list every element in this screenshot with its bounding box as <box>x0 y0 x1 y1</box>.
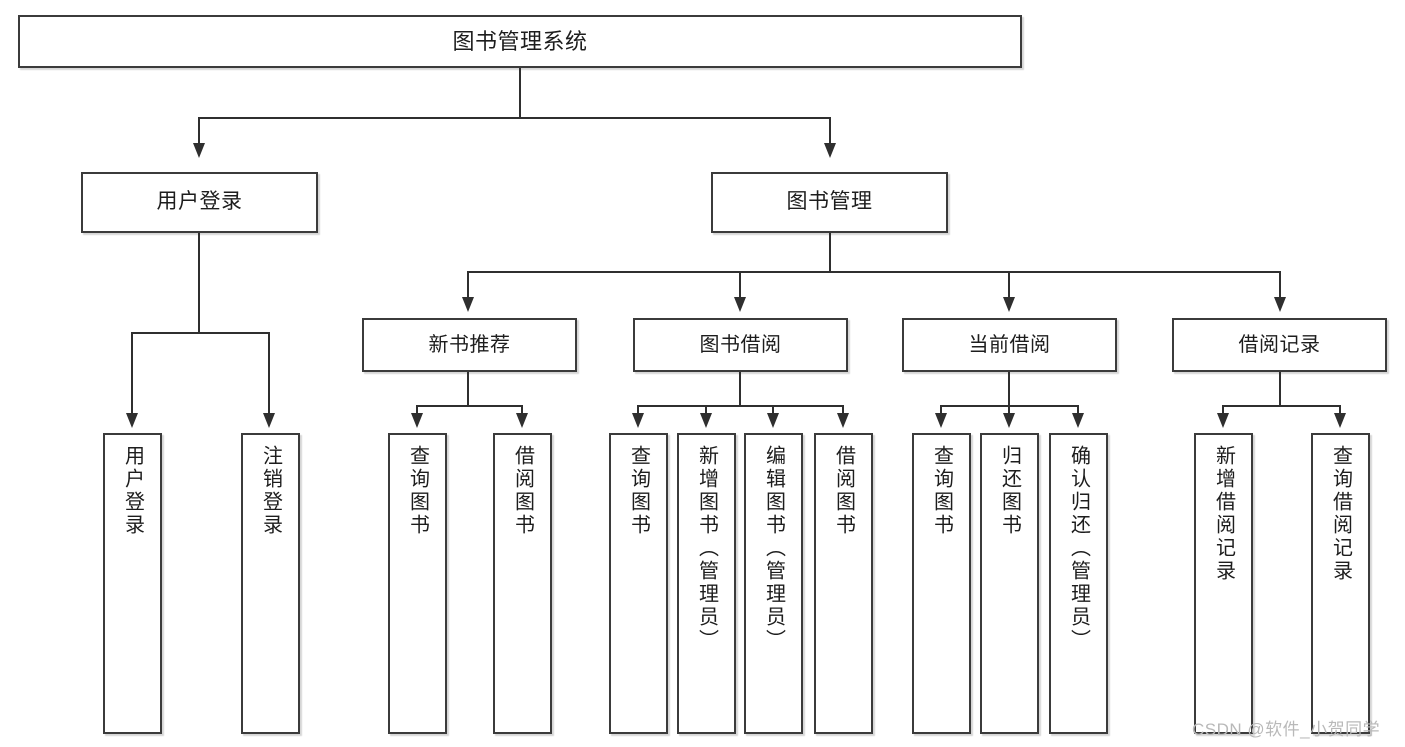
node-book-borrow[interactable]: 图书借阅 <box>633 318 848 372</box>
arrow-to-current-borrow <box>1003 297 1015 312</box>
edge-new-book-to-leaf-2 <box>521 405 523 415</box>
edge-borrow-record-stem <box>1279 372 1281 406</box>
edge-bm-to-book-borrow <box>739 271 741 299</box>
node-label: 图书管理系统 <box>452 28 588 54</box>
edge-br-to-leaf-2 <box>1339 405 1341 415</box>
node-label: 新增借阅记录 <box>1212 445 1235 583</box>
node-label: 查询借阅记录 <box>1329 445 1352 583</box>
leaf-add-borrow-record[interactable]: 新增借阅记录 <box>1194 433 1253 734</box>
leaf-add-book-admin[interactable]: 新增图书（管理员） <box>677 433 736 734</box>
node-label: 用户登录 <box>156 190 243 214</box>
leaf-user-login[interactable]: 用户登录 <box>103 433 162 734</box>
node-label: 借阅图书 <box>511 445 534 537</box>
edge-user-login-split-bar <box>131 332 269 334</box>
node-book-management[interactable]: 图书管理 <box>711 172 948 233</box>
node-label: 注销登录 <box>259 445 282 537</box>
edge-bb-to-leaf-3 <box>772 405 774 415</box>
edge-root-stem <box>519 68 521 118</box>
arrow-to-leaf-query-book-1 <box>411 413 423 428</box>
edge-book-management-split-bar <box>467 271 1281 273</box>
arrow-to-leaf-borrow-book-2 <box>837 413 849 428</box>
leaf-query-borrow-record[interactable]: 查询借阅记录 <box>1311 433 1370 734</box>
node-label: 图书管理 <box>786 190 873 214</box>
edge-bb-to-leaf-4 <box>842 405 844 415</box>
edge-new-book-split-bar <box>416 405 522 407</box>
edge-current-borrow-stem <box>1008 372 1010 406</box>
arrow-to-leaf-query-borrow-record <box>1334 413 1346 428</box>
leaf-confirm-return-admin[interactable]: 确认归还（管理员） <box>1049 433 1108 734</box>
arrow-to-leaf-confirm-return-admin <box>1072 413 1084 428</box>
arrow-to-new-book-recommend <box>462 297 474 312</box>
node-label: 归还图书 <box>998 445 1021 537</box>
leaf-logout-login[interactable]: 注销登录 <box>241 433 300 734</box>
arrow-to-user-login <box>193 143 205 158</box>
arrow-to-borrow-record <box>1274 297 1286 312</box>
node-label: 查询图书 <box>930 445 953 537</box>
node-label: 新书推荐 <box>428 333 511 356</box>
node-root-system[interactable]: 图书管理系统 <box>18 15 1022 68</box>
leaf-return-book[interactable]: 归还图书 <box>980 433 1039 734</box>
edge-book-management-stem <box>829 233 831 272</box>
edge-bb-to-leaf-1 <box>637 405 639 415</box>
node-new-book-recommend[interactable]: 新书推荐 <box>362 318 577 372</box>
node-label: 查询图书 <box>627 445 650 537</box>
edge-bm-to-borrow-record <box>1279 271 1281 299</box>
node-user-login[interactable]: 用户登录 <box>81 172 318 233</box>
edge-user-login-to-leaf-2 <box>268 332 270 415</box>
node-borrow-record[interactable]: 借阅记录 <box>1172 318 1387 372</box>
node-label: 借阅记录 <box>1238 333 1321 356</box>
edge-user-login-stem <box>198 233 200 333</box>
arrow-to-leaf-borrow-book-1 <box>516 413 528 428</box>
node-label: 新增图书（管理员） <box>695 445 718 652</box>
node-label: 用户登录 <box>121 445 144 537</box>
arrow-to-book-management <box>824 143 836 158</box>
leaf-borrow-book-2[interactable]: 借阅图书 <box>814 433 873 734</box>
edge-cb-to-leaf-3 <box>1077 405 1079 415</box>
node-label: 当前借阅 <box>968 333 1051 356</box>
csdn-watermark: CSDN @软件_小贺同学 <box>1192 720 1381 739</box>
leaf-borrow-book-1[interactable]: 借阅图书 <box>493 433 552 734</box>
leaf-query-book-2[interactable]: 查询图书 <box>609 433 668 734</box>
edge-book-borrow-split-bar <box>637 405 844 407</box>
node-current-borrow[interactable]: 当前借阅 <box>902 318 1117 372</box>
arrow-to-leaf-add-book-admin <box>700 413 712 428</box>
leaf-edit-book-admin[interactable]: 编辑图书（管理员） <box>744 433 803 734</box>
edge-bm-to-new-book <box>467 271 469 299</box>
leaf-query-book-3[interactable]: 查询图书 <box>912 433 971 734</box>
arrow-to-leaf-query-book-3 <box>935 413 947 428</box>
arrow-to-leaf-logout-login <box>263 413 275 428</box>
edge-br-to-leaf-1 <box>1222 405 1224 415</box>
edge-bm-to-current-borrow <box>1008 271 1010 299</box>
edge-bb-to-leaf-2 <box>705 405 707 415</box>
edge-new-book-stem <box>467 372 469 406</box>
edge-new-book-to-leaf-1 <box>416 405 418 415</box>
edge-user-login-to-leaf-1 <box>131 332 133 415</box>
arrow-to-leaf-add-borrow-record <box>1217 413 1229 428</box>
arrow-to-leaf-query-book-2 <box>632 413 644 428</box>
arrow-to-leaf-edit-book-admin <box>767 413 779 428</box>
node-label: 确认归还（管理员） <box>1067 445 1090 652</box>
arrow-to-leaf-return-book <box>1003 413 1015 428</box>
edge-root-split-bar <box>198 117 831 119</box>
arrow-to-leaf-user-login <box>126 413 138 428</box>
node-label: 借阅图书 <box>832 445 855 537</box>
edge-root-to-user-login <box>198 117 200 145</box>
node-label: 查询图书 <box>406 445 429 537</box>
node-label: 编辑图书（管理员） <box>762 445 785 652</box>
arrow-to-book-borrow <box>734 297 746 312</box>
edge-cb-to-leaf-2 <box>1008 405 1010 415</box>
node-label: 图书借阅 <box>699 333 782 356</box>
edge-root-to-book-management <box>829 117 831 145</box>
edge-borrow-record-split-bar <box>1222 405 1341 407</box>
edge-book-borrow-stem <box>739 372 741 406</box>
edge-cb-to-leaf-1 <box>940 405 942 415</box>
leaf-query-book-1[interactable]: 查询图书 <box>388 433 447 734</box>
